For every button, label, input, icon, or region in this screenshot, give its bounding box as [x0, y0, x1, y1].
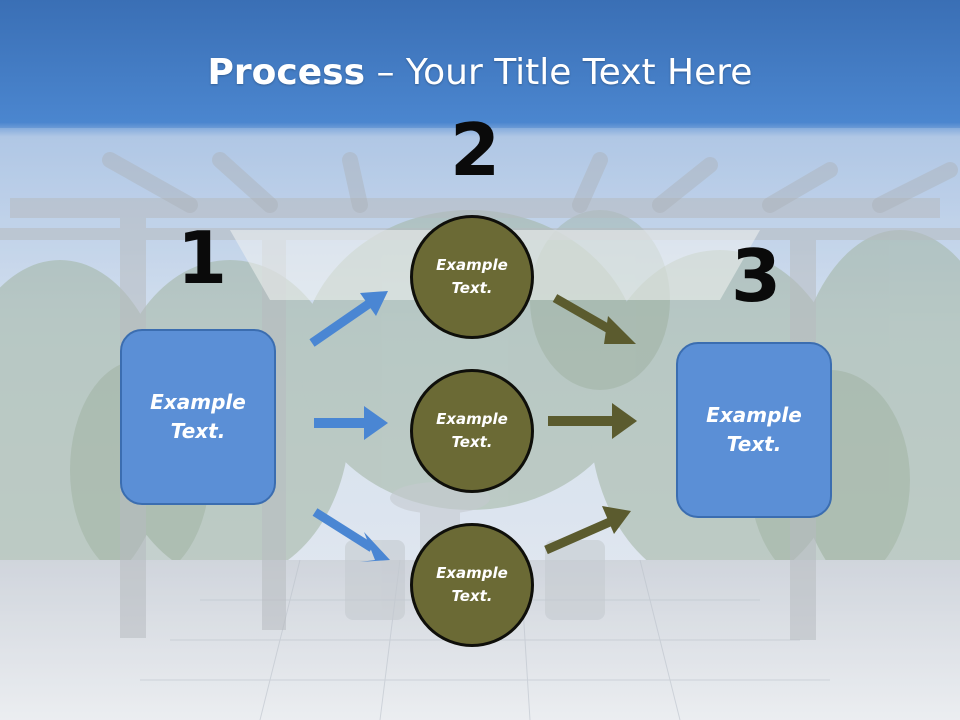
arrow-up-right-olive: [544, 506, 631, 555]
step-3-box[interactable]: Example Text.: [676, 342, 832, 518]
step-number-3: 3: [731, 234, 782, 318]
step-number-1: 1: [177, 216, 228, 300]
circle-bottom-line2: Text.: [451, 587, 493, 605]
step-3-text-line1: Example: [706, 403, 802, 427]
circle-middle-line1: Example: [436, 410, 508, 428]
step-1-text-line1: Example: [150, 390, 246, 414]
circle-top-line2: Text.: [451, 279, 493, 297]
step-2-circle-top[interactable]: Example Text.: [410, 215, 534, 339]
circle-top-line1: Example: [436, 256, 508, 274]
slide-title: Process – Your Title Text Here: [0, 52, 960, 93]
step-number-2: 2: [450, 108, 501, 192]
arrow-down-right-olive: [552, 294, 636, 344]
step-1-box[interactable]: Example Text.: [120, 329, 276, 505]
title-bold: Process: [207, 52, 366, 93]
circle-bottom-line1: Example: [436, 564, 508, 582]
step-2-circle-bottom[interactable]: Example Text.: [410, 523, 534, 647]
step-3-text-line2: Text.: [726, 432, 782, 456]
step-1-text-line2: Text.: [170, 419, 226, 443]
arrow-down-right-blue: [312, 508, 390, 562]
arrow-right-olive: [548, 403, 637, 439]
arrow-up-right-blue: [309, 291, 388, 347]
circle-middle-line2: Text.: [451, 433, 493, 451]
step-2-circle-middle[interactable]: Example Text.: [410, 369, 534, 493]
arrow-right-blue: [314, 406, 388, 440]
title-rest: – Your Title Text Here: [365, 52, 753, 93]
